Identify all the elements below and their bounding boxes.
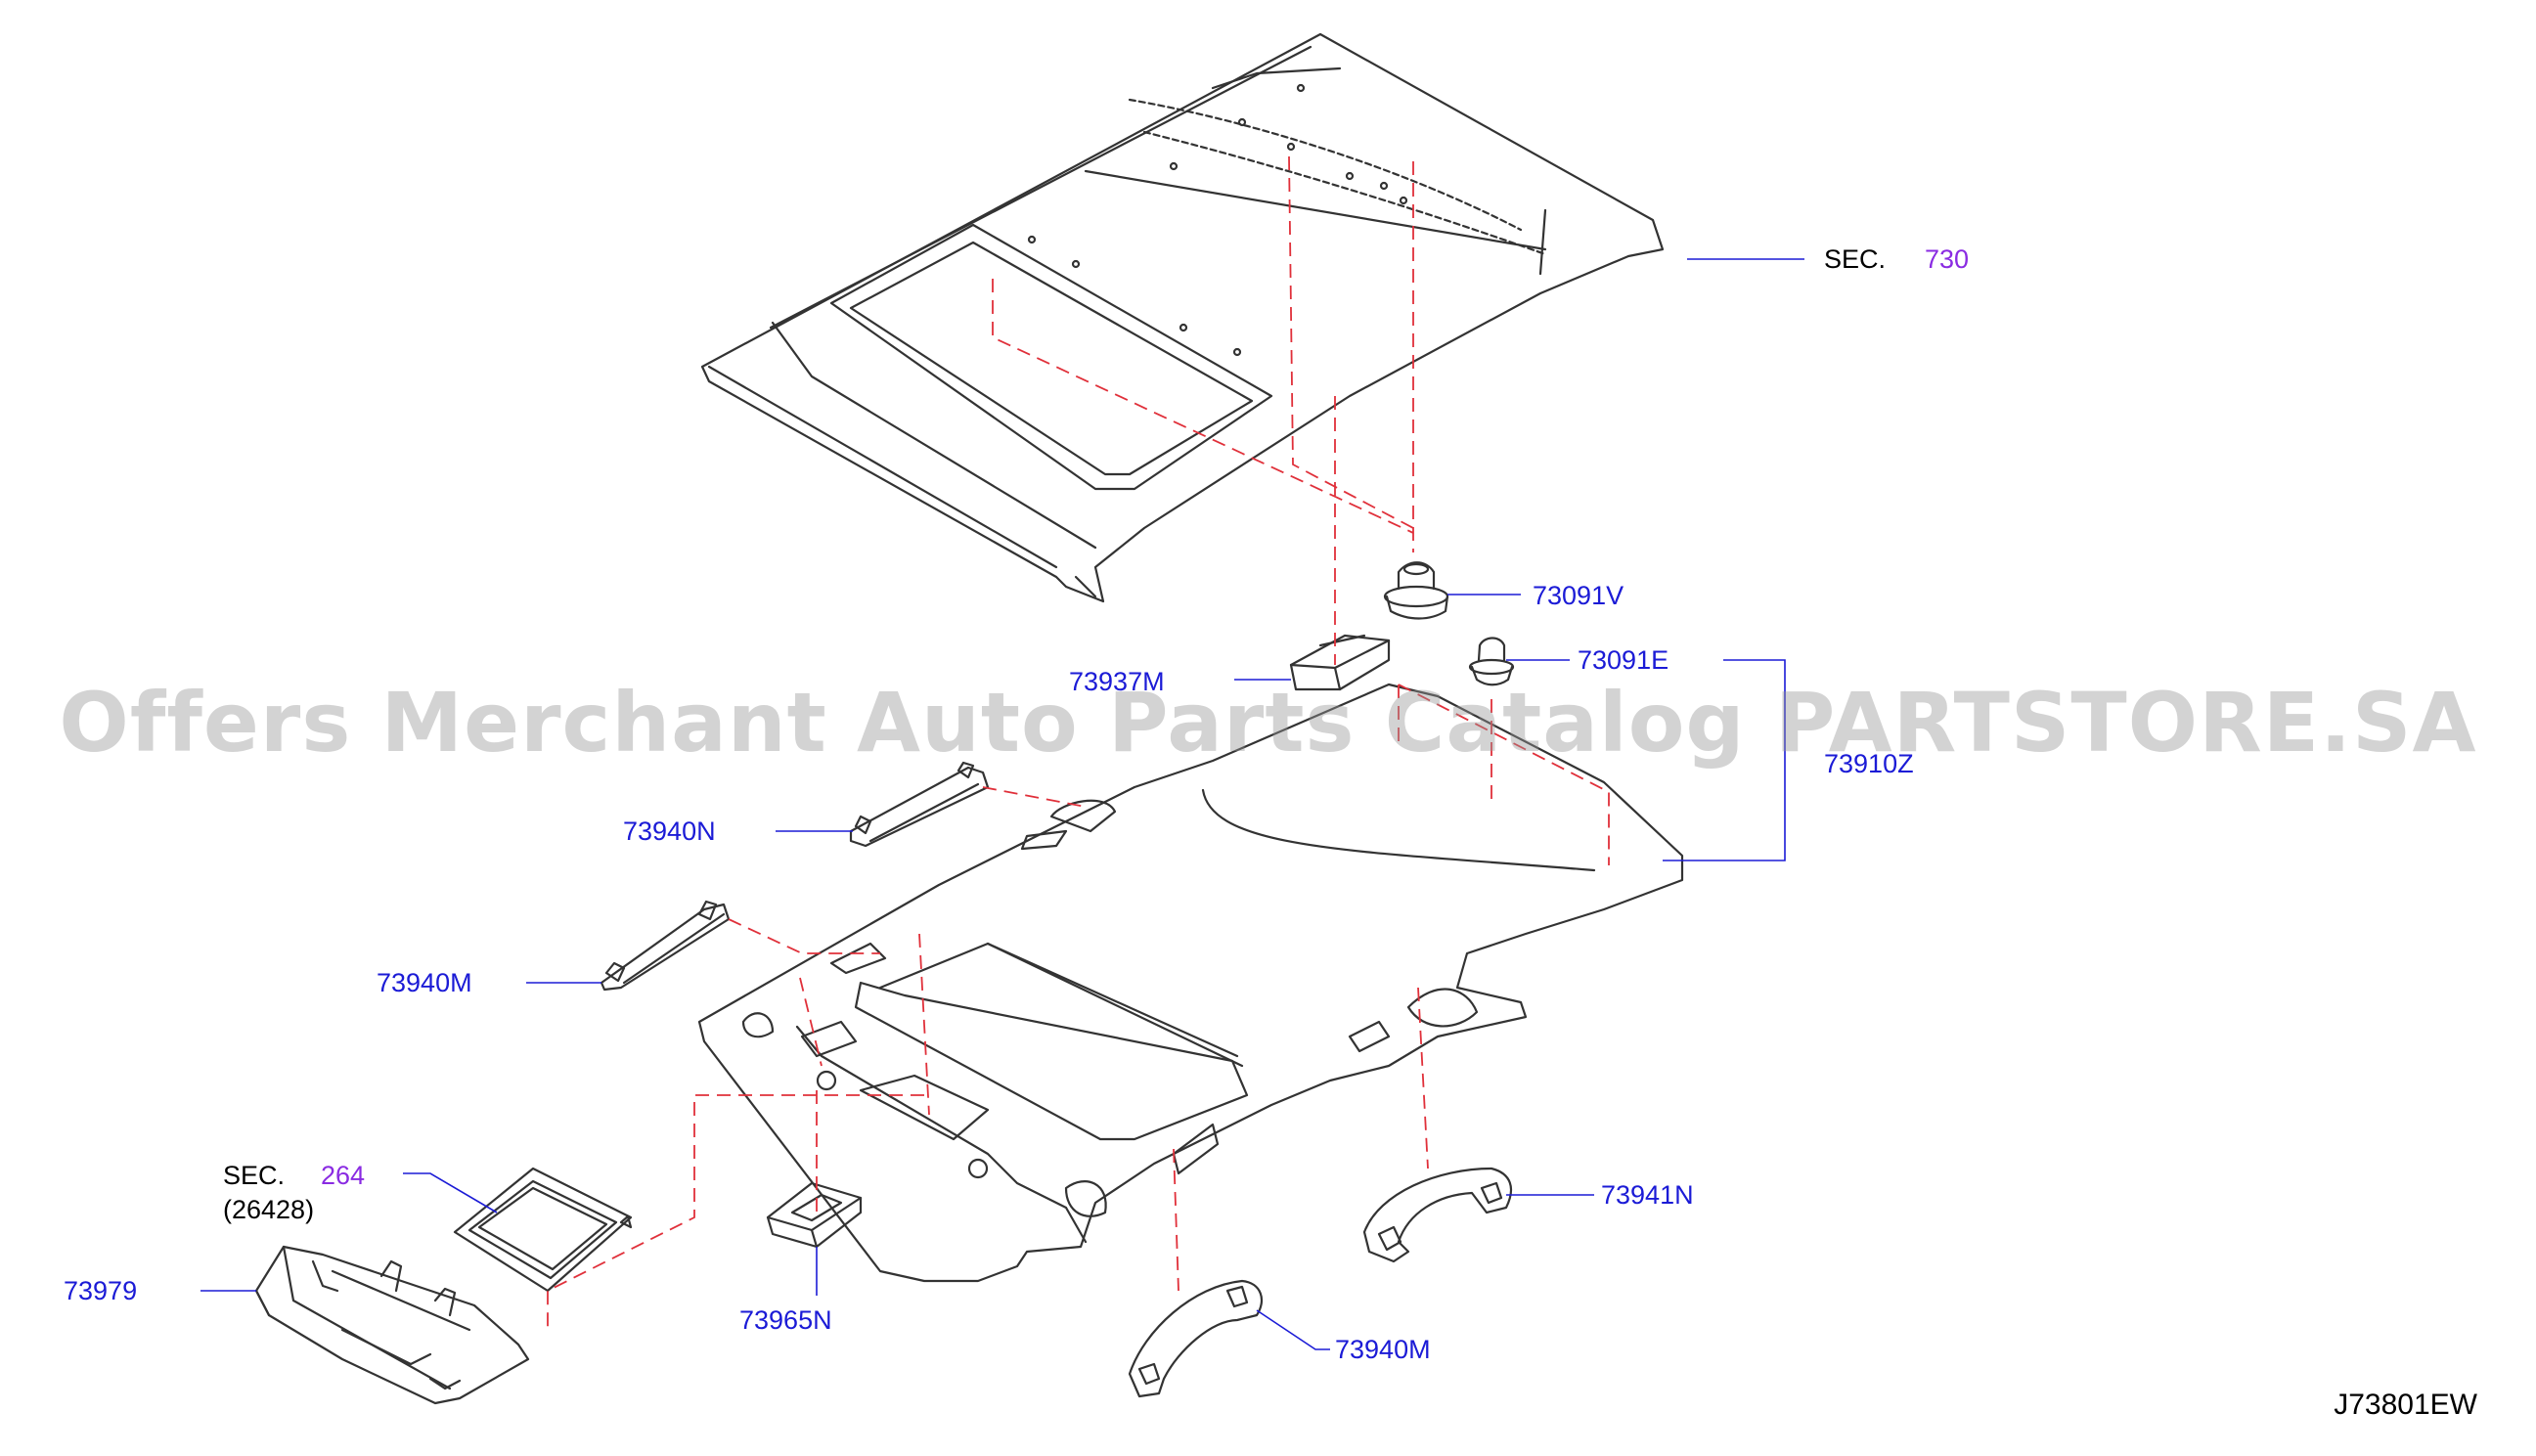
- block-73937M: [1289, 634, 1391, 691]
- watermark: Offers Merchant Auto Parts Catalog PARTS…: [59, 675, 2477, 771]
- sec-264-link[interactable]: 264: [321, 1161, 366, 1190]
- grip-73940M-bottom: [1128, 1279, 1264, 1398]
- part-73979-label[interactable]: 73979: [64, 1276, 138, 1305]
- roof-panel: [700, 32, 1665, 603]
- part-73091V-label[interactable]: 73091V: [1533, 581, 1624, 610]
- part-73940M-bottom-label[interactable]: 73940M: [1335, 1335, 1431, 1364]
- part-73965N-label[interactable]: 73965N: [739, 1305, 832, 1335]
- part-73940N-label[interactable]: 73940N: [623, 816, 716, 846]
- lamp-73965N: [766, 1181, 863, 1249]
- part-73941N-label[interactable]: 73941N: [1601, 1180, 1694, 1210]
- console-73979: [254, 1245, 530, 1405]
- sec-730-prefix: SEC.: [1824, 244, 1887, 274]
- part-73091E-label[interactable]: 73091E: [1578, 645, 1669, 675]
- grip-73940N: [849, 761, 990, 848]
- part-73937M-label[interactable]: 73937M: [1069, 667, 1165, 696]
- part-73940M-left-label[interactable]: 73940M: [377, 968, 472, 997]
- clip-73091V: [1383, 561, 1449, 620]
- diagram-code: J73801EW: [2334, 1389, 2477, 1421]
- sec-264-subref: (26428): [223, 1195, 315, 1224]
- roof-lining: [697, 683, 1684, 1283]
- leader-lines: [200, 258, 1804, 1350]
- guide-lines: [547, 155, 1610, 1330]
- clip-73091E: [1468, 637, 1515, 686]
- lamp-frame-26428: [453, 1167, 633, 1293]
- grip-73941N: [1362, 1167, 1513, 1263]
- sec-264-prefix: SEC.: [223, 1161, 286, 1190]
- part-73910Z-label[interactable]: 73910Z: [1824, 749, 1914, 778]
- grip-73940M-left: [600, 900, 731, 992]
- sec-730-link[interactable]: 730: [1925, 244, 1970, 274]
